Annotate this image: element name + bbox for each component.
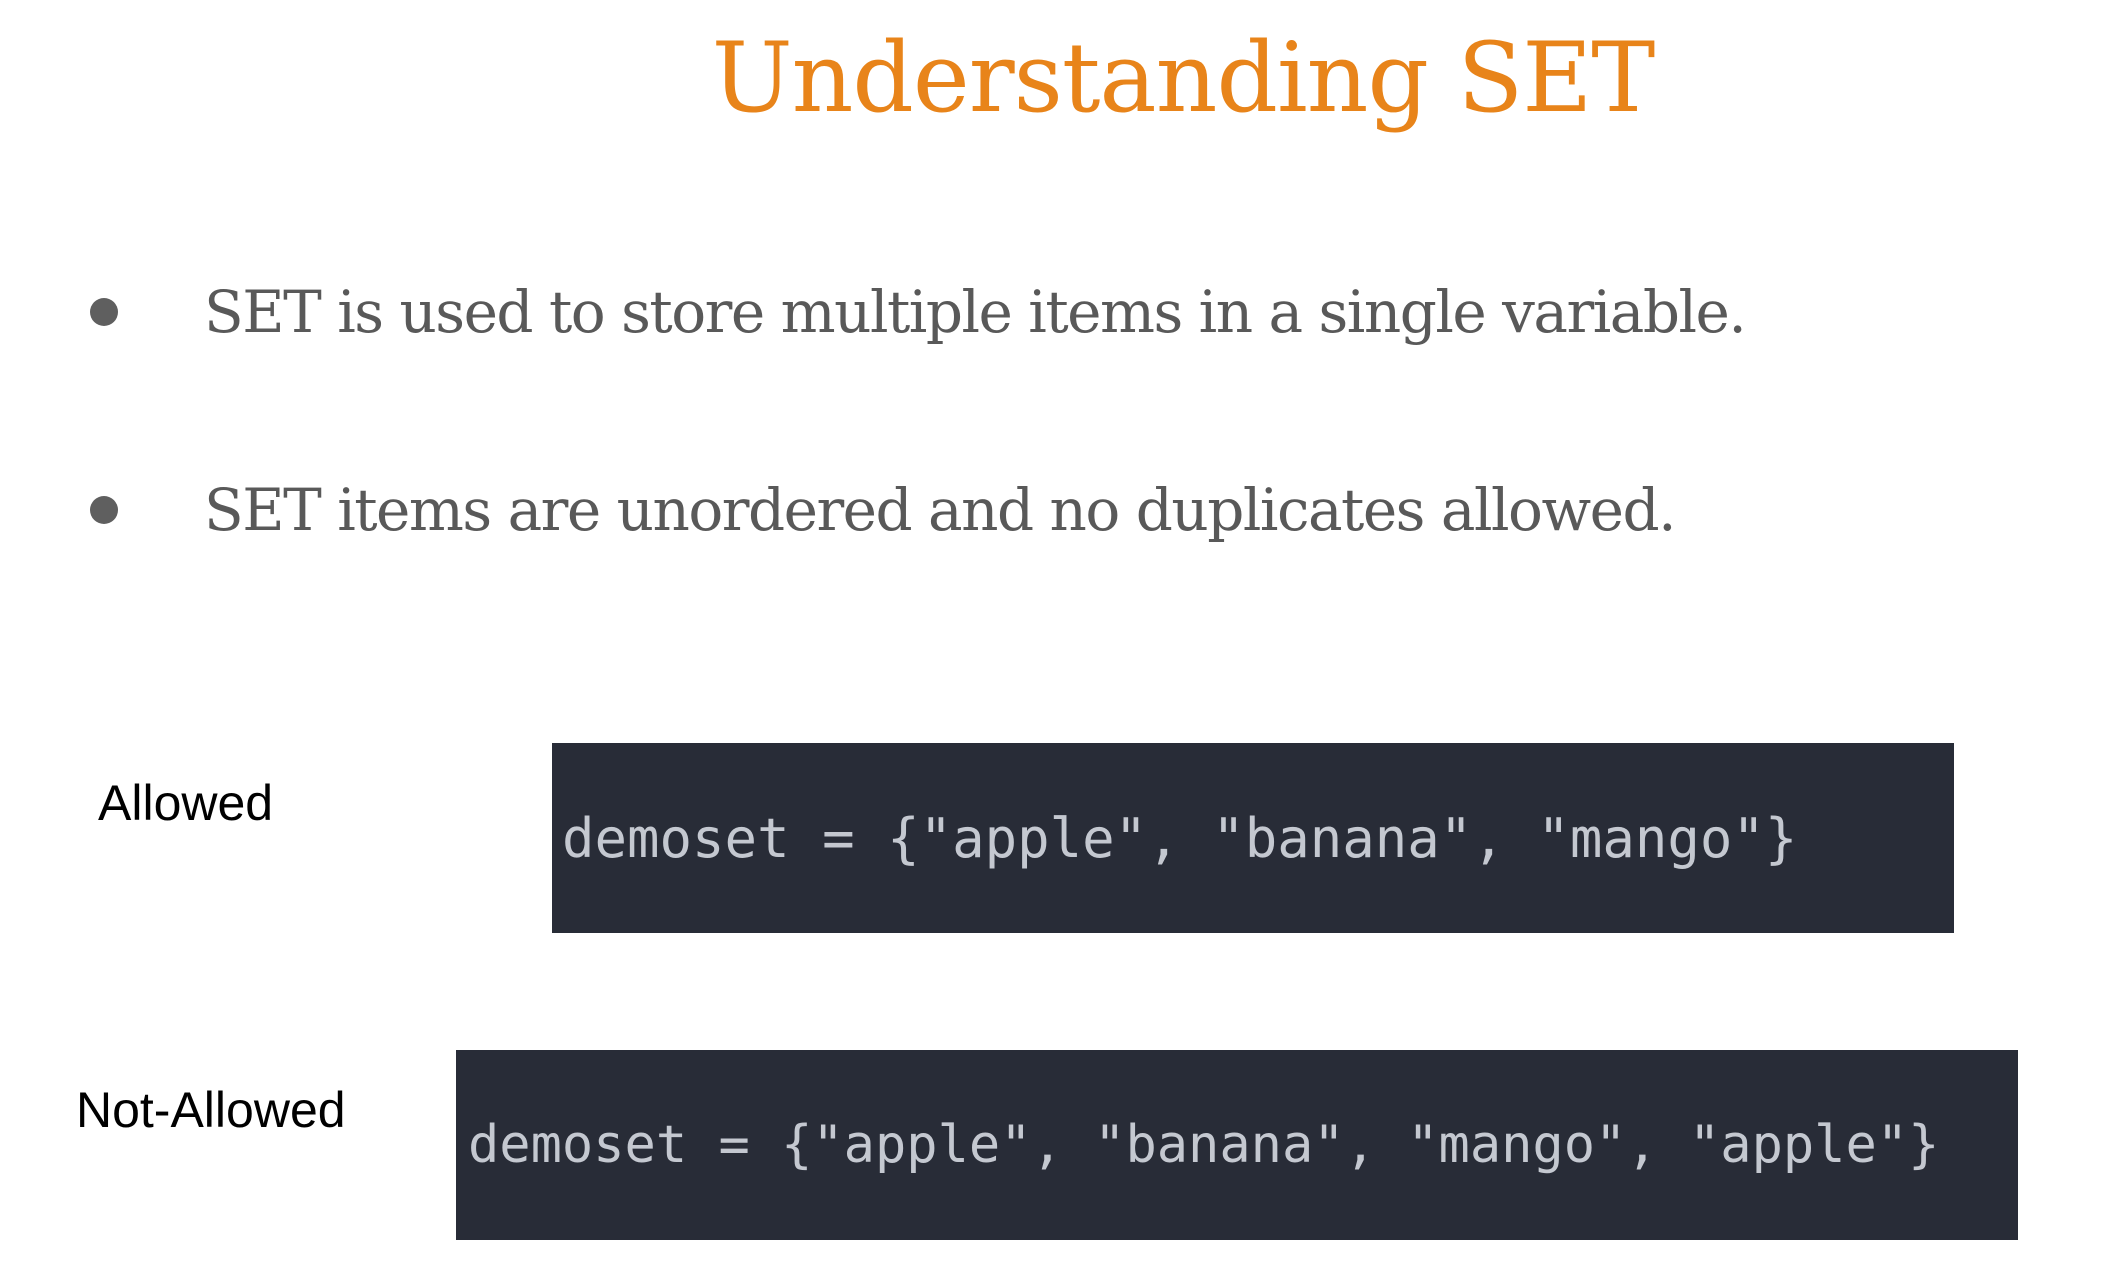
slide-title: Understanding SET [711, 22, 1656, 134]
not-allowed-code-block: demoset = {"apple", "banana", "mango", "… [456, 1050, 2018, 1240]
bullet-dot-icon [90, 496, 118, 524]
allowed-code-block: demoset = {"apple", "banana", "mango"} [552, 743, 1954, 933]
allowed-code-text: demoset = {"apple", "banana", "mango"} [562, 806, 1798, 870]
bullet-text: SET items are unordered and no duplicate… [204, 476, 1677, 544]
not-allowed-code-text: demoset = {"apple", "banana", "mango", "… [468, 1115, 1940, 1175]
allowed-label: Allowed [98, 775, 274, 831]
bullet-dot-icon [90, 298, 118, 326]
not-allowed-label: Not-Allowed [76, 1082, 346, 1138]
bullet-text: SET is used to store multiple items in a… [204, 278, 1747, 346]
bullet-item: SET is used to store multiple items in a… [90, 272, 1747, 352]
bullet-item: SET items are unordered and no duplicate… [90, 470, 1677, 550]
